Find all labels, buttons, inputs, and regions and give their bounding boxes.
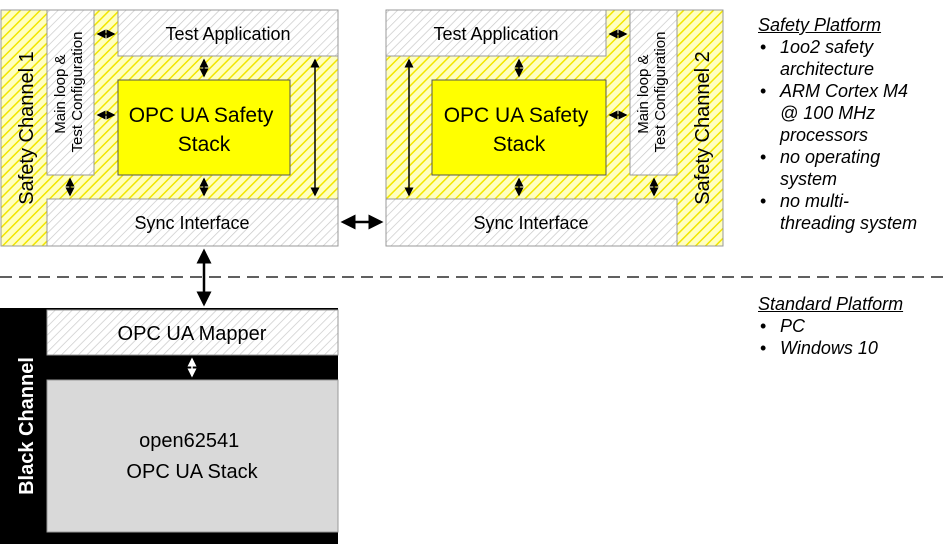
svg-text:OPC UA Safety Stack: OPC UA Safety Stack xyxy=(129,104,280,156)
sync-interface-1-label: Sync Interface xyxy=(134,213,249,233)
safety-channel-2: Safety Channel 2 Main loop & Test Config… xyxy=(385,9,724,247)
safety-item-1: 1oo2 safety architecture xyxy=(758,36,943,80)
safety-stack-2-line-2: Stack xyxy=(493,133,546,156)
safety-platform-legend: Safety Platform 1oo2 safety architecture… xyxy=(758,14,943,234)
safety-item-4: no multi- threading system xyxy=(758,190,943,234)
safety-stack-2-line-1: OPC UA Safety xyxy=(444,104,589,127)
test-application-box-1 xyxy=(117,9,339,57)
safety-platform-heading: Safety Platform xyxy=(758,15,882,35)
black-channel-label: Black Channel xyxy=(16,357,38,495)
safety-channel-1: Safety Channel 1 Main loop & Test Config… xyxy=(0,9,339,247)
sync-interface-2-label: Sync Interface xyxy=(473,213,588,233)
safety-stack-box-1 xyxy=(117,79,291,176)
svg-text:open62541 OPC UA Stack: open62541 OPC UA Stack xyxy=(126,430,258,483)
svg-text:Main loop & Test Configu: Main loop & Test Configuration xyxy=(52,32,86,153)
opc-ua-mapper-label: OPC UA Mapper xyxy=(118,323,267,345)
main-loop-2-line-2: Test Configuration xyxy=(652,32,669,153)
channel-1-arrows xyxy=(65,29,320,197)
open62541-line-1: open62541 xyxy=(139,430,239,452)
opc-ua-mapper-box xyxy=(46,309,339,356)
sync-interface-box-1 xyxy=(46,198,339,247)
open62541-box xyxy=(46,379,339,533)
standard-item-2: Windows 10 xyxy=(758,337,943,359)
main-loop-box-2 xyxy=(629,9,678,176)
svg-text:OPC UA Safety Stack: OPC UA Safety Stack xyxy=(444,104,595,156)
sync-interface-box-2 xyxy=(385,198,678,247)
main-loop-box-1 xyxy=(46,9,95,176)
open62541-line-2: OPC UA Stack xyxy=(126,461,258,483)
safety-item-2: ARM Cortex M4 @ 100 MHz processors xyxy=(758,80,943,146)
safety-channel-2-label: Safety Channel 2 xyxy=(692,51,714,204)
test-application-1-label: Test Application xyxy=(165,24,290,44)
main-loop-1-line-1: Main loop & xyxy=(52,54,69,133)
safety-item-3: no operating system xyxy=(758,146,943,190)
test-application-box-2 xyxy=(385,9,607,57)
black-channel: Black Channel OPC UA Mapper open62541 OP… xyxy=(0,308,339,544)
channel-2-arrows xyxy=(404,29,659,197)
safety-stack-box-2 xyxy=(431,79,607,176)
main-loop-1-line-2: Test Configuration xyxy=(69,32,86,153)
standard-platform-heading: Standard Platform xyxy=(758,294,904,314)
standard-platform-legend: Standard Platform PC Windows 10 xyxy=(758,293,943,359)
safety-stack-1-line-2: Stack xyxy=(178,133,231,156)
safety-stack-1-line-1: OPC UA Safety xyxy=(129,104,274,127)
standard-item-1: PC xyxy=(758,315,943,337)
test-application-2-label: Test Application xyxy=(433,24,558,44)
safety-channel-1-label: Safety Channel 1 xyxy=(16,51,38,204)
svg-text:Main loop & Test Configu: Main loop & Test Configuration xyxy=(635,32,669,153)
main-loop-2-line-1: Main loop & xyxy=(635,54,652,133)
